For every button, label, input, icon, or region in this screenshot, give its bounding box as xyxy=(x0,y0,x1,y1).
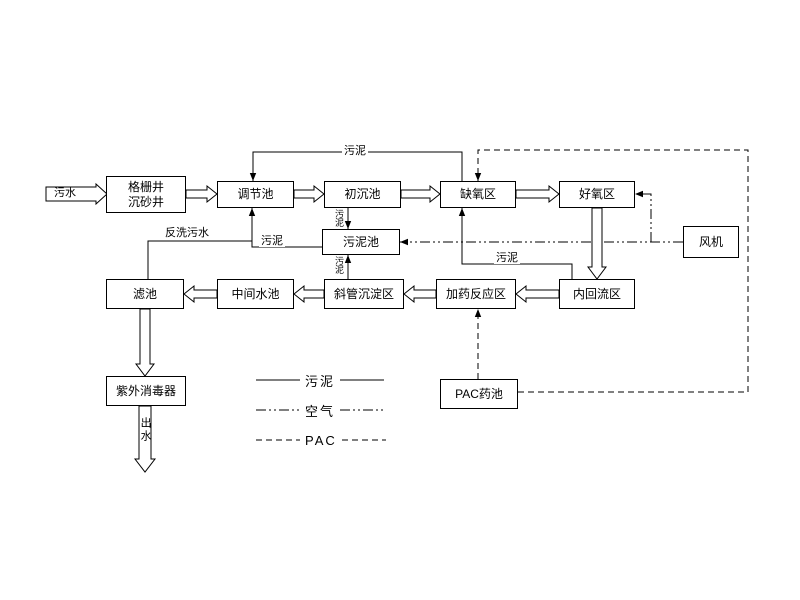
anoxic-zone-label: 缺氧区 xyxy=(459,187,496,201)
arrow-aerobic-to-reflux xyxy=(587,207,607,280)
aerobic-zone-label: 好氧区 xyxy=(578,187,615,201)
legend-dashdot-line-right xyxy=(340,409,385,411)
dosing-reaction-zone-label: 加药反应区 xyxy=(445,286,506,301)
arrow-anoxic-to-aerobic xyxy=(515,184,560,204)
label-effluent: 出水 xyxy=(139,417,152,443)
box-pac-tank: PAC药池 xyxy=(440,379,518,409)
inclined-tube-zone-label: 斜管沉淀区 xyxy=(333,286,394,301)
arrow-regulation-to-primary xyxy=(293,184,325,204)
legend-solid-line-left xyxy=(256,379,300,381)
legend-row-pac: PAC xyxy=(256,425,386,455)
arrow-filter-to-uv xyxy=(135,308,155,377)
legend-label-sludge: 污泥 xyxy=(305,373,336,389)
legend-solid-line-right xyxy=(340,379,385,381)
pac-tank-label: PAC药池 xyxy=(455,386,503,401)
label-sludge-return-top: 污泥 xyxy=(342,145,368,157)
arrow-grit-to-regulation xyxy=(185,184,218,204)
line-sludge-inclined-to-sludge-tank-head xyxy=(344,255,352,263)
box-inclined-tube-zone: 斜管沉淀区 xyxy=(324,279,404,309)
line-pac-to-anoxic-head xyxy=(474,173,482,181)
arrow-influent xyxy=(45,182,108,206)
grit-well-label-line1: 格栅井 xyxy=(127,179,164,194)
box-anoxic-zone: 缺氧区 xyxy=(440,181,516,208)
regulation-tank-label: 调节池 xyxy=(237,187,274,201)
box-intermediate-tank: 中间水池 xyxy=(217,279,294,309)
legend-label-pac: PAC xyxy=(305,432,337,448)
box-grit-well: 格栅井 沉砂井 xyxy=(106,176,186,213)
sludge-tank-label: 污泥池 xyxy=(342,234,379,249)
arrow-uv-to-effluent xyxy=(133,405,157,473)
legend-dashed-line-left xyxy=(256,439,300,441)
box-filter-tank: 滤池 xyxy=(106,279,184,309)
filter-tank-label: 滤池 xyxy=(132,286,157,301)
label-influent: 污水 xyxy=(54,187,76,199)
line-air-blower-to-sludge-tank-head xyxy=(400,238,408,246)
arrow-reflux-to-dosing xyxy=(515,284,560,304)
box-primary-sedimentation: 初沉池 xyxy=(324,181,401,208)
box-sludge-tank: 污泥池 xyxy=(322,229,400,255)
line-sludge-reflux-to-anoxic-head xyxy=(458,208,466,216)
label-backwash-water: 反洗污水 xyxy=(163,227,211,239)
arrow-primary-to-anoxic xyxy=(400,184,441,204)
box-internal-reflux-zone: 内回流区 xyxy=(559,279,635,309)
blower-label: 风机 xyxy=(698,234,723,249)
legend-row-air: 空气 xyxy=(256,395,386,425)
legend-dashed-line-right xyxy=(341,439,386,441)
legend-dashdot-line-left xyxy=(256,409,300,411)
intermediate-tank-label: 中间水池 xyxy=(231,286,280,301)
arrow-intermediate-to-filter xyxy=(183,284,218,304)
label-reflux-sludge: 污泥 xyxy=(494,252,520,264)
line-pac-to-dosing-head xyxy=(474,309,482,317)
line-sludge-tank-to-regulation xyxy=(251,241,322,248)
label-inclined-sludge: 污泥 xyxy=(334,256,344,274)
legend-label-air: 空气 xyxy=(305,403,336,419)
box-dosing-reaction-zone: 加药反应区 xyxy=(436,279,516,309)
legend-row-sludge: 污泥 xyxy=(256,365,386,395)
line-sludge-primary-to-sludge-tank-head xyxy=(344,221,352,229)
legend: 污泥 空气 PAC xyxy=(256,365,386,455)
arrow-dosing-to-inclined xyxy=(403,284,437,304)
label-sludge-tank-line: 污泥 xyxy=(259,235,285,247)
line-sludge-anoxic-to-regulation-head xyxy=(249,173,257,181)
line-air-to-aerobic-head xyxy=(635,190,643,198)
line-sludge-reflux-to-anoxic xyxy=(461,208,573,279)
box-blower: 风机 xyxy=(683,226,739,258)
box-uv-disinfector: 紫外消毒器 xyxy=(106,376,186,406)
line-air-to-aerobic xyxy=(635,193,652,242)
grit-well-label-line2: 沉砂井 xyxy=(127,194,164,209)
arrow-inclined-to-intermediate xyxy=(293,284,325,304)
label-primary-sludge: 污泥 xyxy=(334,209,344,227)
box-aerobic-zone: 好氧区 xyxy=(559,181,635,208)
uv-disinfector-label: 紫外消毒器 xyxy=(115,383,176,398)
line-backwash-filter-to-regulation xyxy=(147,208,253,279)
line-backwash-filter-to-regulation-head xyxy=(248,208,256,216)
box-regulation-tank: 调节池 xyxy=(217,181,294,208)
internal-reflux-zone-label: 内回流区 xyxy=(572,286,621,301)
primary-sedimentation-label: 初沉池 xyxy=(344,187,381,201)
line-pac-to-anoxic xyxy=(477,149,749,393)
